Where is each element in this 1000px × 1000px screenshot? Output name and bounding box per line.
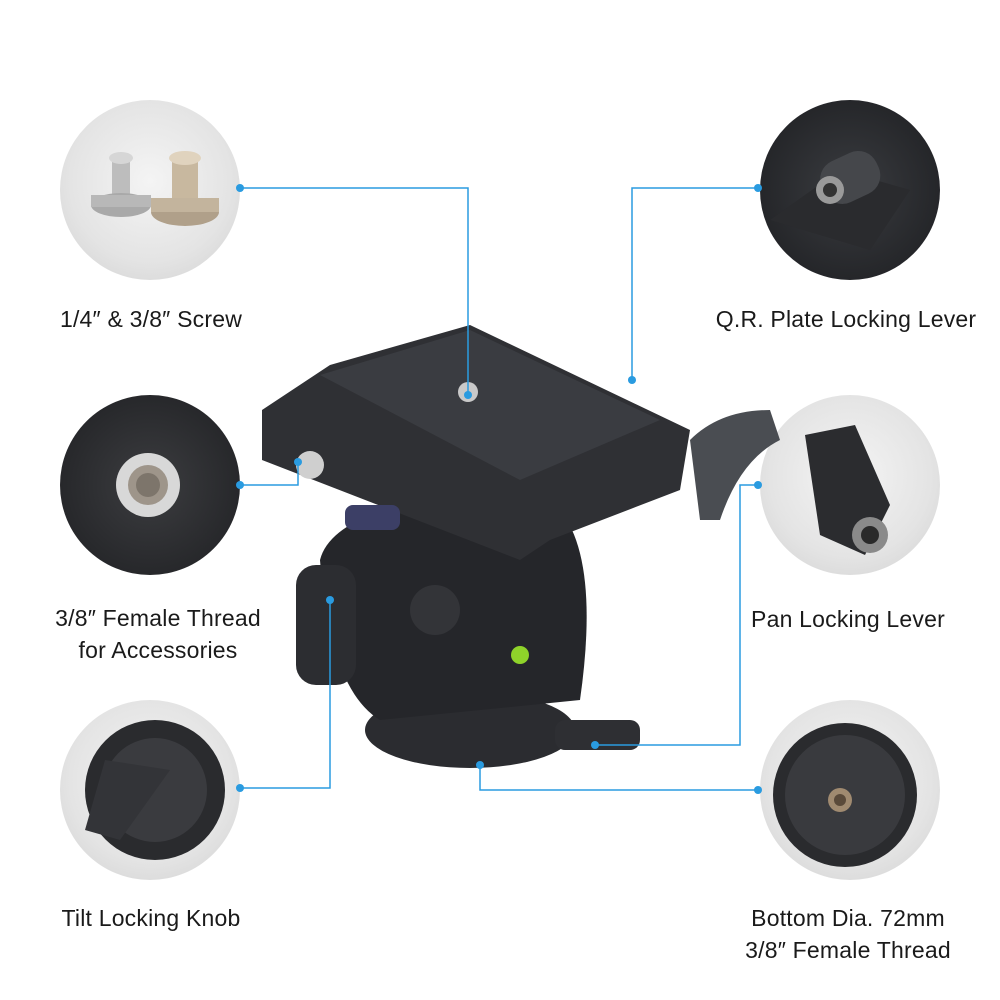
line-bottom xyxy=(479,765,758,791)
line-tilt-knob xyxy=(240,600,331,789)
label-bottom-line2: 3/8″ Female Thread xyxy=(745,937,951,963)
pan-lever xyxy=(555,720,640,750)
bottom-plate-illustration xyxy=(773,723,917,867)
safety-button xyxy=(345,505,400,530)
detail-circle-qr-lever xyxy=(760,100,940,280)
tilt-knob xyxy=(296,565,356,685)
line-screw xyxy=(240,187,469,395)
tilt-knob-illustration xyxy=(85,720,225,860)
label-screw: 1/4″ & 3/8″ Screw xyxy=(59,306,243,332)
line-female-thread xyxy=(240,462,299,486)
detail-circle-bottom xyxy=(760,700,940,880)
label-bottom: Bottom Dia. 72mm 3/8″ Female Thread xyxy=(745,902,951,966)
female-thread-illustration xyxy=(116,453,180,517)
qr-lever-illustration xyxy=(770,150,910,250)
pan-lever-illustration xyxy=(805,425,890,555)
detail-circle-female-thread xyxy=(60,395,240,575)
label-female-thread-line1: 3/8″ Female Thread xyxy=(55,605,261,631)
bubble-level xyxy=(511,646,529,664)
label-female-thread-line2: for Accessories xyxy=(78,637,238,663)
tension-dial xyxy=(410,585,460,635)
line-pan-lever xyxy=(595,484,758,746)
label-pan-lever: Pan Locking Lever xyxy=(751,606,945,632)
label-tilt-knob: Tilt Locking Knob xyxy=(61,905,241,931)
line-qr-lever xyxy=(631,187,758,380)
label-female-thread: 3/8″ Female Thread for Accessories xyxy=(55,602,261,666)
detail-circle-pan-lever xyxy=(760,395,940,575)
detail-circle-tilt-knob xyxy=(60,700,240,880)
detail-circle-screws xyxy=(60,100,240,280)
quick-release-plate xyxy=(320,330,660,480)
label-qr-lever: Q.R. Plate Locking Lever xyxy=(715,306,977,332)
handle xyxy=(690,410,780,520)
accessory-thread xyxy=(296,451,324,479)
screws-illustration xyxy=(91,151,219,226)
label-bottom-line1: Bottom Dia. 72mm xyxy=(751,905,945,931)
